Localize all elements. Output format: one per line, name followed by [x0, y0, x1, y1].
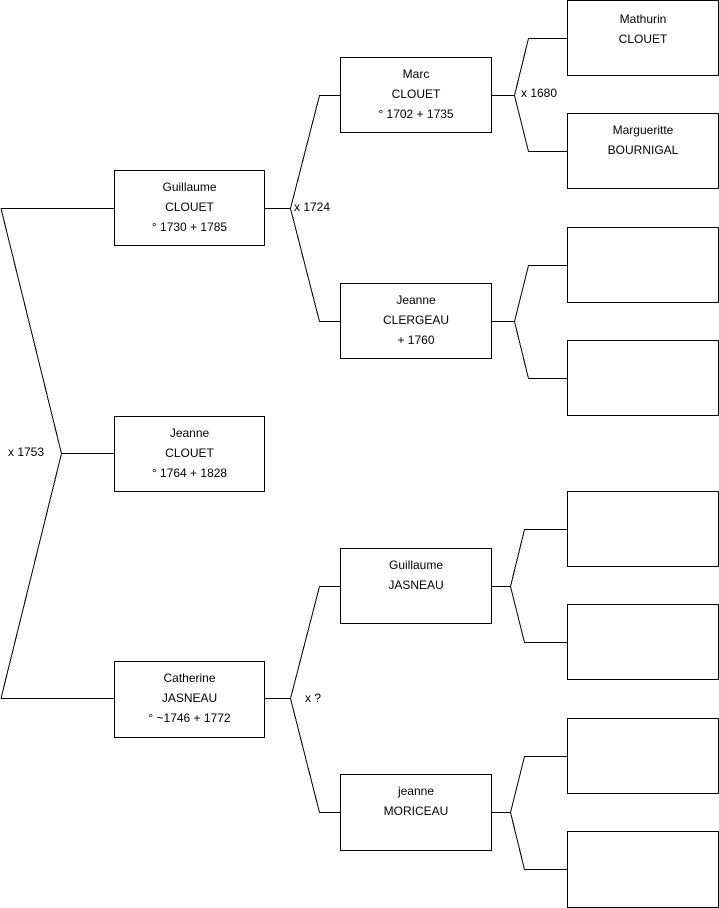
- person-box-empty: [567, 491, 719, 567]
- last-name: BOURNIGAL: [607, 143, 679, 157]
- person-box-mother: Catherine JASNEAU ° ~1746 + 1772: [114, 661, 265, 738]
- person-box-paternal-grandfather: Marc CLOUET ° 1702 + 1735: [340, 57, 492, 133]
- person-box-empty: [567, 831, 719, 908]
- first-name: Margueritte: [612, 123, 674, 137]
- person-box-empty: [567, 340, 719, 416]
- life-dates: ° 1702 + 1735: [378, 107, 454, 121]
- person-box-empty: [567, 718, 719, 794]
- person-box-maternal-grandmother: jeanne MORICEAU: [340, 774, 492, 851]
- marriage-label-marc-parents: x 1680: [521, 86, 558, 100]
- life-dates: + 1760: [397, 333, 435, 347]
- connector-moriceau-parents: [492, 756, 567, 870]
- connector-mother-parents: [265, 586, 340, 813]
- first-name: Guillaume: [388, 558, 444, 572]
- life-dates: ° 1730 + 1785: [151, 220, 228, 234]
- connector-root-father: [0, 208, 114, 454]
- marriage-label-maternal-grandparents: x ?: [305, 691, 322, 705]
- last-name: CLERGEAU: [382, 313, 450, 327]
- person-box-great-grandmother: Margueritte BOURNIGAL: [567, 113, 719, 189]
- last-name: CLOUET: [165, 446, 214, 460]
- last-name: CLOUET: [165, 200, 214, 214]
- life-dates: ° 1764 + 1828: [151, 466, 228, 480]
- person-box-empty: [567, 604, 719, 680]
- life-dates: ° ~1746 + 1772: [148, 711, 231, 725]
- first-name: Jeanne: [396, 293, 436, 307]
- person-box-paternal-grandmother: Jeanne CLERGEAU + 1760: [340, 283, 492, 359]
- first-name: Catherine: [163, 671, 216, 685]
- connector-jasneau-parents: [492, 529, 567, 643]
- person-box-great-grandfather: Mathurin CLOUET: [567, 0, 719, 76]
- connector-root-mother: [0, 453, 114, 699]
- person-box-father: Guillaume CLOUET ° 1730 + 1785: [114, 170, 265, 246]
- connector-clergeau-parents: [492, 265, 567, 379]
- last-name: JASNEAU: [388, 578, 444, 592]
- person-box-empty: [567, 227, 719, 303]
- marriage-label-paternal-grandparents: x 1724: [294, 200, 331, 214]
- connector-marc-parents: [492, 38, 567, 152]
- last-name: CLOUET: [391, 87, 441, 101]
- last-name: MORICEAU: [383, 804, 449, 818]
- last-name: JASNEAU: [161, 691, 218, 705]
- first-name: Guillaume: [162, 180, 217, 194]
- last-name: CLOUET: [618, 32, 668, 46]
- first-name: Jeanne: [169, 426, 210, 440]
- first-name: Marc: [402, 67, 430, 81]
- first-name: Mathurin: [619, 12, 667, 26]
- first-name: jeanne: [397, 784, 435, 798]
- person-box-root: Jeanne CLOUET ° 1764 + 1828: [114, 416, 265, 492]
- person-box-maternal-grandfather: Guillaume JASNEAU: [340, 548, 492, 624]
- marriage-label-parents: x 1753: [8, 445, 45, 459]
- connector-father-parents: [265, 95, 340, 322]
